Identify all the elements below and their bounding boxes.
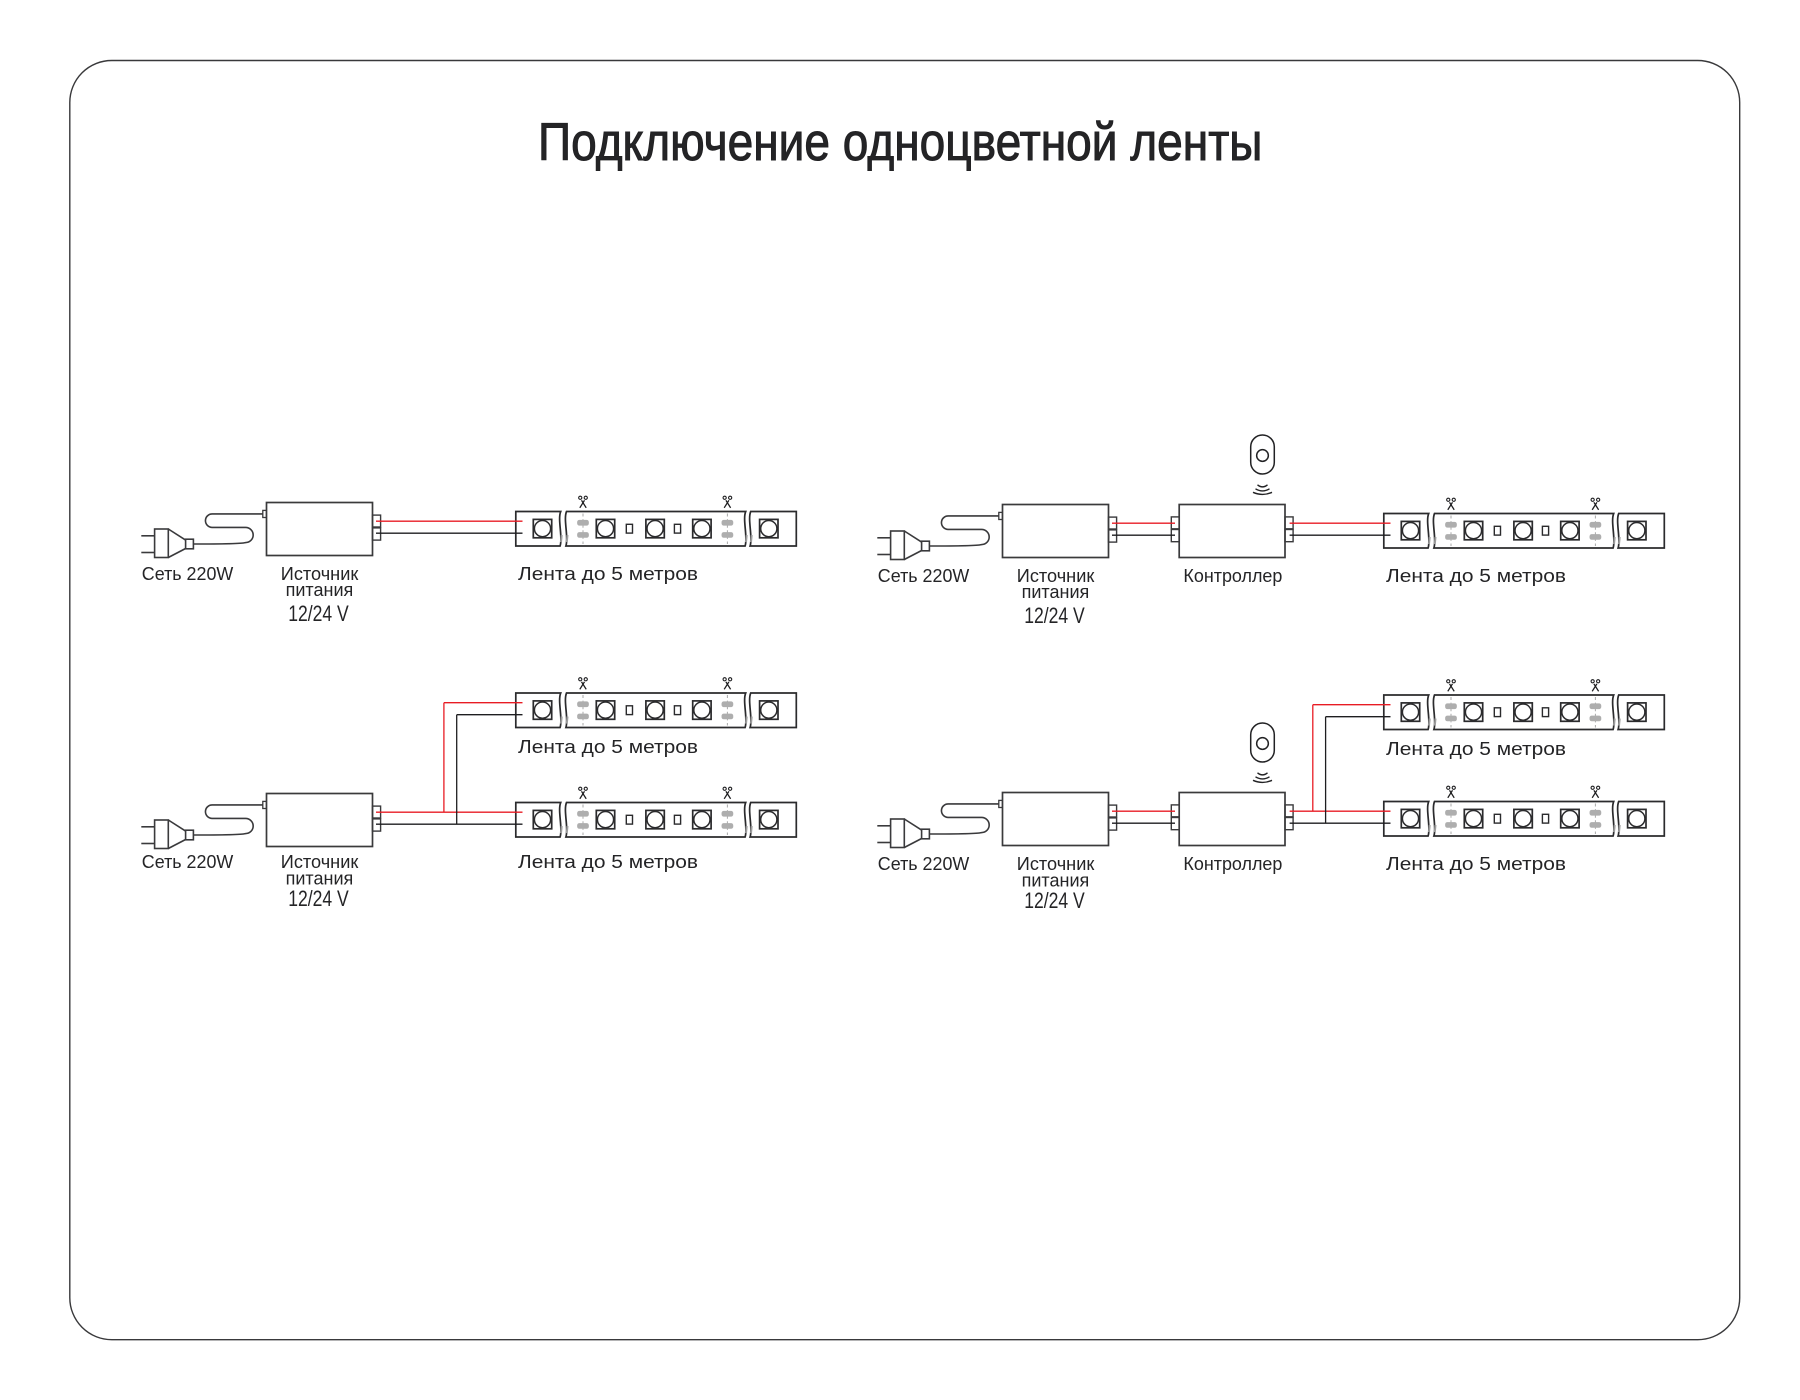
svg-text:Подключение одноцветной ленты: Подключение одноцветной ленты: [538, 113, 1262, 172]
svg-text:Сеть 220W: Сеть 220W: [878, 565, 970, 586]
svg-text:Источник: Источник: [1017, 853, 1095, 874]
svg-text:Контроллер: Контроллер: [1183, 565, 1282, 586]
svg-text:Сеть 220W: Сеть 220W: [878, 853, 970, 874]
svg-text:12/24 V: 12/24 V: [1024, 603, 1085, 628]
svg-text:Лента до 5 метров: Лента до 5 метров: [518, 851, 698, 872]
svg-text:Сеть 220W: Сеть 220W: [142, 563, 234, 584]
svg-text:Лента до 5 метров: Лента до 5 метров: [518, 563, 698, 584]
svg-text:Лента до 5 метров: Лента до 5 метров: [518, 736, 698, 757]
svg-text:Источник: Источник: [281, 563, 359, 584]
svg-text:Лента до 5 метров: Лента до 5 метров: [1386, 853, 1566, 874]
svg-text:питания: питания: [1022, 869, 1090, 890]
svg-text:Лента до 5 метров: Лента до 5 метров: [1386, 565, 1566, 586]
svg-text:Источник: Источник: [1017, 565, 1095, 586]
svg-text:12/24 V: 12/24 V: [1024, 888, 1085, 913]
svg-text:Источник: Источник: [281, 851, 359, 872]
svg-text:Сеть 220W: Сеть 220W: [142, 851, 234, 872]
svg-text:Лента до 5 метров: Лента до 5 метров: [1386, 738, 1566, 759]
svg-text:12/24 V: 12/24 V: [288, 601, 349, 626]
svg-text:питания: питания: [286, 867, 354, 888]
svg-text:12/24 V: 12/24 V: [288, 886, 349, 911]
svg-text:питания: питания: [1022, 581, 1090, 602]
svg-text:Контроллер: Контроллер: [1183, 853, 1282, 874]
svg-text:питания: питания: [286, 579, 354, 600]
